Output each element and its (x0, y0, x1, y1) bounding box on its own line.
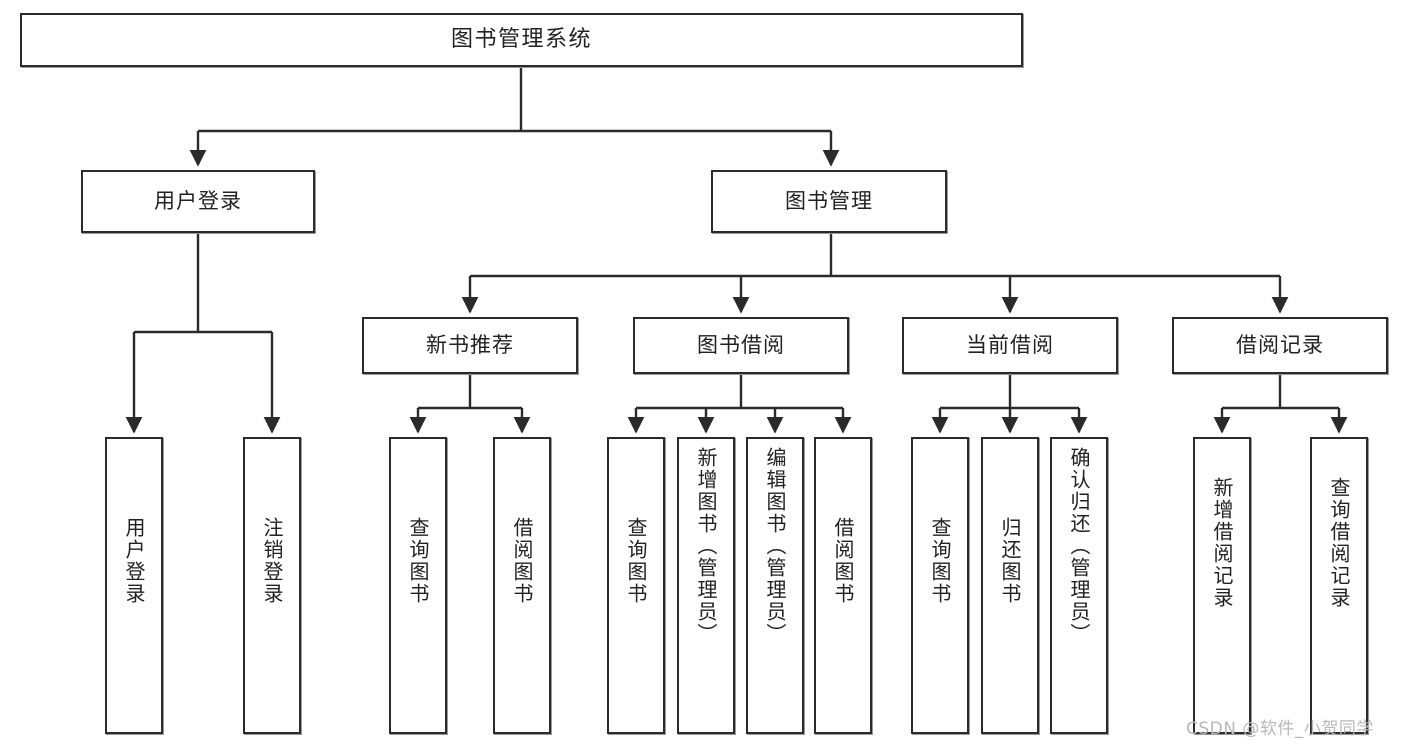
node-user-login[interactable]: 用户登录 (81, 170, 315, 233)
node-leaf-user-login[interactable]: 用户登录 (105, 437, 163, 734)
node-current-borrow[interactable]: 当前借阅 (902, 317, 1118, 374)
node-leaf-return-book[interactable]: 归还图书 (981, 437, 1039, 734)
node-book-management[interactable]: 图书管理 (711, 170, 947, 233)
node-book-management-label: 图书管理 (785, 189, 873, 214)
node-borrow-record[interactable]: 借阅记录 (1172, 317, 1388, 374)
node-leaf-query-record-label: 查询借阅记录 (1327, 477, 1351, 609)
watermark: CSDN @软件_小贺同学 (1186, 719, 1374, 739)
node-user-login-label: 用户登录 (154, 189, 242, 214)
node-leaf-query-book-1[interactable]: 查询图书 (389, 437, 447, 734)
node-root[interactable]: 图书管理系统 (20, 13, 1023, 67)
node-root-label: 图书管理系统 (450, 27, 592, 53)
node-book-borrow-label: 图书借阅 (697, 333, 785, 358)
node-leaf-user-login-label: 用户登录 (122, 517, 146, 605)
node-leaf-borrow-book-1[interactable]: 借阅图书 (493, 437, 551, 734)
node-leaf-return-book-label: 归还图书 (998, 517, 1022, 605)
node-leaf-logout-login[interactable]: 注销登录 (243, 437, 301, 734)
node-leaf-confirm-return[interactable]: 确认归还（管理员） (1050, 437, 1108, 734)
node-current-borrow-label: 当前借阅 (966, 333, 1054, 358)
node-new-book-recommend-label: 新书推荐 (426, 333, 514, 358)
node-new-book-recommend[interactable]: 新书推荐 (362, 317, 578, 374)
node-leaf-query-book-1-label: 查询图书 (406, 517, 430, 605)
node-leaf-query-book-3-label: 查询图书 (928, 517, 952, 605)
node-leaf-borrow-book-2[interactable]: 借阅图书 (814, 437, 872, 734)
node-leaf-add-record[interactable]: 新增借阅记录 (1193, 437, 1251, 734)
node-leaf-borrow-book-1-label: 借阅图书 (510, 517, 534, 605)
node-leaf-confirm-return-label: 确认归还（管理员） (1067, 447, 1091, 645)
node-leaf-add-book-label: 新增图书（管理员） (694, 447, 718, 645)
node-leaf-add-record-label: 新增借阅记录 (1210, 477, 1234, 609)
node-leaf-edit-book[interactable]: 编辑图书（管理员） (746, 437, 804, 734)
node-leaf-logout-login-label: 注销登录 (260, 517, 284, 605)
node-leaf-query-book-3[interactable]: 查询图书 (911, 437, 969, 734)
node-book-borrow[interactable]: 图书借阅 (633, 317, 849, 374)
node-leaf-query-book-2-label: 查询图书 (624, 517, 648, 605)
node-leaf-query-book-2[interactable]: 查询图书 (607, 437, 665, 734)
node-borrow-record-label: 借阅记录 (1236, 333, 1324, 358)
node-leaf-borrow-book-2-label: 借阅图书 (831, 517, 855, 605)
node-leaf-add-book[interactable]: 新增图书（管理员） (677, 437, 735, 734)
node-leaf-query-record[interactable]: 查询借阅记录 (1310, 437, 1368, 734)
node-leaf-edit-book-label: 编辑图书（管理员） (763, 447, 787, 645)
